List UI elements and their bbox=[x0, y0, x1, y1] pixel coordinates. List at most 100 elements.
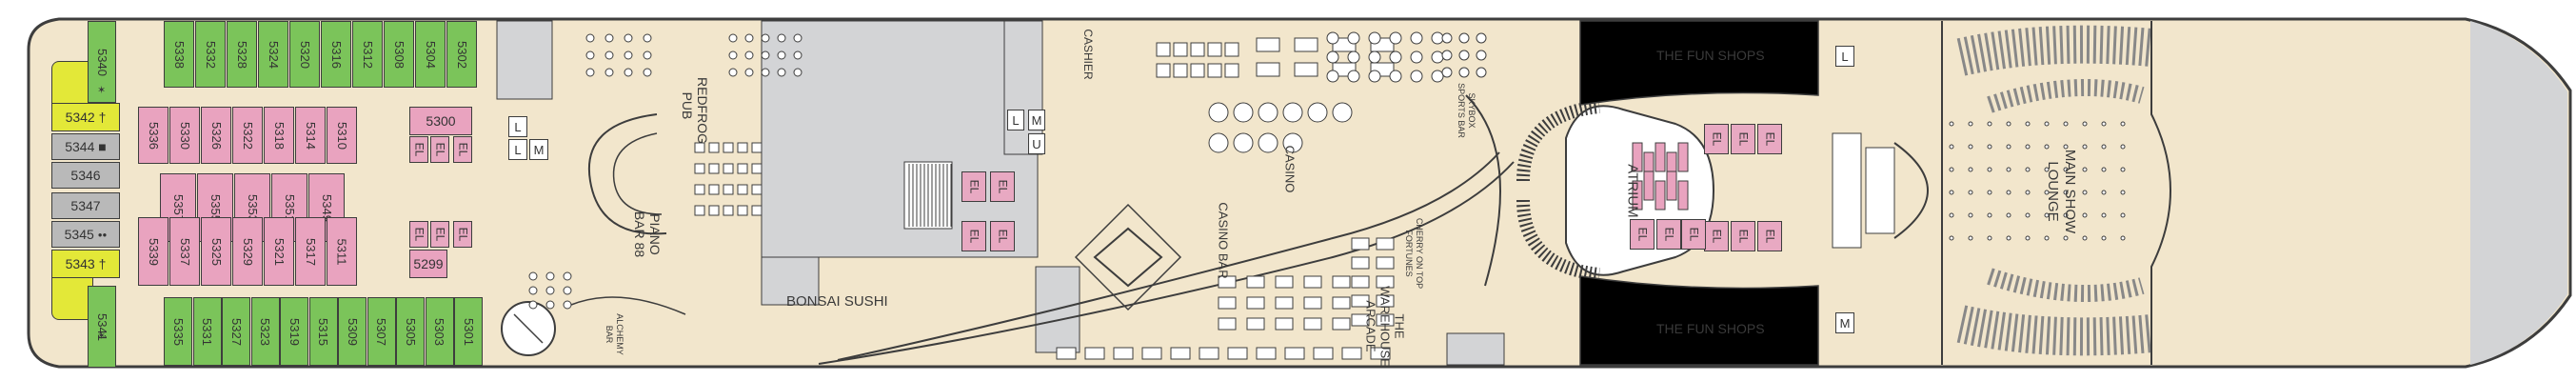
cabin-5315[interactable]: 5315 bbox=[308, 297, 338, 366]
furniture-block bbox=[1351, 275, 1370, 289]
cabin-5337[interactable]: 5337 bbox=[169, 217, 200, 286]
cabin-5312[interactable]: 5312 bbox=[352, 21, 383, 88]
cabin-5342[interactable]: 5342 † bbox=[51, 103, 120, 131]
cabin-5318[interactable]: 5318 bbox=[264, 107, 294, 164]
cabin-5344[interactable]: 5344 ■ bbox=[51, 133, 120, 160]
furniture-block bbox=[1376, 237, 1395, 251]
cabin-5322[interactable]: 5322 bbox=[232, 107, 263, 164]
furniture-block bbox=[1056, 347, 1077, 360]
furniture-block bbox=[708, 142, 720, 153]
cabin-5323[interactable]: 5323 bbox=[250, 297, 280, 366]
hull-outline bbox=[27, 17, 2572, 369]
furniture-table bbox=[777, 68, 786, 77]
furniture-block bbox=[1199, 347, 1219, 360]
cabin-5311[interactable]: 5311 bbox=[327, 217, 357, 286]
furniture-table bbox=[2082, 144, 2088, 150]
cabin-5301[interactable]: 5301 bbox=[454, 297, 483, 366]
cabin-5332[interactable]: 5332 bbox=[195, 21, 226, 88]
dagger-icon: † bbox=[98, 110, 107, 125]
furniture-block bbox=[1246, 317, 1265, 331]
show-lounge-seating-lower bbox=[1956, 305, 2153, 356]
furniture-table bbox=[2006, 235, 2011, 241]
furniture-table bbox=[1949, 212, 1954, 218]
service-area-center bbox=[761, 20, 1039, 258]
casino-bar-counter bbox=[1093, 227, 1163, 288]
cabin-5310[interactable]: 5310 bbox=[327, 107, 357, 164]
cabin-5338[interactable]: 5338 bbox=[164, 21, 194, 88]
furniture-block bbox=[1370, 347, 1391, 360]
atrium-glass-elevator bbox=[1677, 180, 1689, 211]
furniture-table bbox=[2101, 121, 2107, 127]
furniture-table bbox=[1410, 70, 1423, 83]
cabin-5309[interactable]: 5309 bbox=[338, 297, 367, 366]
furniture-block bbox=[1113, 347, 1134, 360]
cabin-5345[interactable]: 5345 ●● bbox=[51, 221, 120, 248]
cabin-5347[interactable]: 5347 bbox=[51, 192, 120, 219]
furniture-table bbox=[2082, 167, 2088, 172]
furniture-table bbox=[1441, 50, 1453, 61]
furniture-table bbox=[1258, 102, 1278, 123]
cabin-5325[interactable]: 5325 bbox=[201, 217, 231, 286]
furniture-block bbox=[694, 142, 705, 153]
cabin-5328[interactable]: 5328 bbox=[227, 21, 257, 88]
furniture-block bbox=[1313, 347, 1334, 360]
cabin-5339[interactable]: 5339 bbox=[138, 217, 168, 286]
cabin-5336[interactable]: 5336 bbox=[138, 107, 168, 164]
show-lounge-seating-upper bbox=[1956, 25, 2153, 76]
furniture-table bbox=[1368, 70, 1381, 83]
furniture-block bbox=[708, 163, 720, 174]
furniture-block bbox=[723, 205, 734, 216]
atrium-glass-elevator bbox=[1643, 170, 1655, 201]
cabin-5308[interactable]: 5308 bbox=[384, 21, 414, 88]
cabin-5331[interactable]: 5331 bbox=[192, 297, 222, 366]
furniture-table bbox=[1949, 167, 1954, 172]
cabin-5341[interactable]: 5341 bbox=[88, 286, 116, 368]
cabin-5321[interactable]: 5321 bbox=[264, 217, 294, 286]
elevator: EL bbox=[1681, 219, 1706, 250]
cabin-5329[interactable]: 5329 bbox=[232, 217, 263, 286]
cabin-5307[interactable]: 5307 bbox=[367, 297, 396, 366]
furniture-table bbox=[2025, 144, 2031, 150]
piano-bar-curve bbox=[587, 113, 667, 235]
furniture-table bbox=[1307, 102, 1328, 123]
cabin-5305[interactable]: 5305 bbox=[396, 297, 425, 366]
cabin-5335[interactable]: 5335 bbox=[164, 297, 192, 366]
cabin-5326[interactable]: 5326 bbox=[201, 107, 231, 164]
cabin-5316[interactable]: 5316 bbox=[321, 21, 351, 88]
furniture-table bbox=[643, 68, 652, 77]
cabin-5317[interactable]: 5317 bbox=[295, 217, 326, 286]
cabin-5320[interactable]: 5320 bbox=[289, 21, 320, 88]
cabin-5302[interactable]: 5302 bbox=[446, 21, 477, 88]
furniture-table bbox=[2044, 235, 2050, 241]
restroom-l-forward: L bbox=[508, 116, 527, 137]
furniture-table bbox=[2101, 167, 2107, 172]
furniture-table bbox=[2120, 190, 2126, 195]
cabin-5330[interactable]: 5330 bbox=[169, 107, 200, 164]
cabin-5319[interactable]: 5319 bbox=[280, 297, 308, 366]
cabin-5304[interactable]: 5304 bbox=[415, 21, 446, 88]
furniture-table bbox=[585, 50, 595, 60]
furniture-table bbox=[2025, 121, 2031, 127]
furniture-table bbox=[744, 68, 754, 77]
furniture-block bbox=[1218, 275, 1237, 289]
cabin-5343[interactable]: 5343 † bbox=[51, 250, 120, 278]
cabin-5299[interactable]: 5299 bbox=[409, 250, 447, 278]
cabin-5340[interactable]: 5340 bbox=[88, 21, 116, 103]
cabin-5314[interactable]: 5314 bbox=[295, 107, 326, 164]
furniture-block bbox=[1170, 347, 1191, 360]
furniture-block bbox=[1218, 296, 1237, 310]
furniture-table bbox=[761, 50, 770, 60]
furniture-table bbox=[1987, 144, 1992, 150]
cabin-5303[interactable]: 5303 bbox=[425, 297, 454, 366]
furniture-block bbox=[1190, 63, 1205, 78]
atrium-glass-elevator bbox=[1655, 180, 1666, 211]
cabin-5324[interactable]: 5324 bbox=[258, 21, 288, 88]
furniture-table bbox=[1233, 102, 1254, 123]
furniture-table bbox=[528, 271, 538, 281]
cabin-5300[interactable]: 5300 bbox=[409, 107, 472, 135]
cabin-5327[interactable]: 5327 bbox=[222, 297, 250, 366]
cabin-5346[interactable]: 5346 bbox=[51, 162, 120, 189]
furniture-table bbox=[2025, 212, 2031, 218]
furniture-block bbox=[694, 184, 705, 195]
